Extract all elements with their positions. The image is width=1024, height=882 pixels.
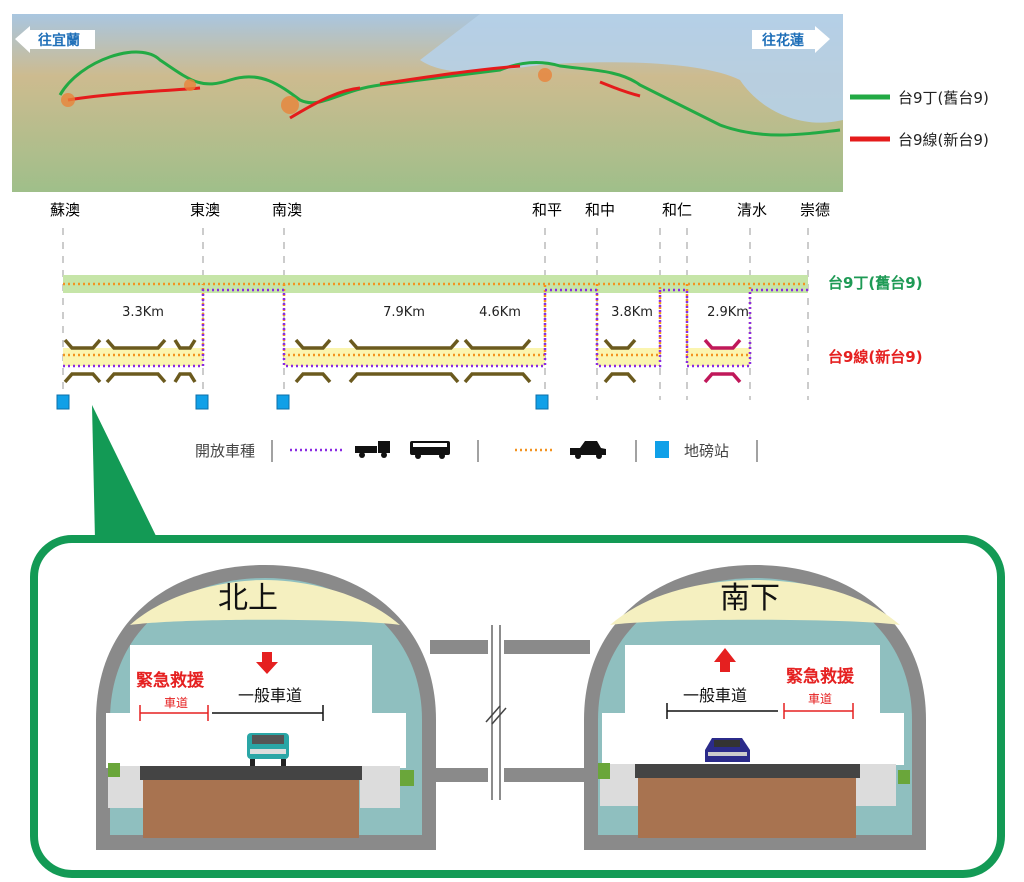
- to-yilan-arrow: 往宜蘭: [15, 26, 95, 53]
- cross-passage: [430, 625, 590, 800]
- weigh-station-marker: [535, 394, 549, 410]
- weigh-station-marker: [195, 394, 209, 410]
- old-route-band: [63, 275, 808, 293]
- distance-label: 7.9Km: [383, 305, 425, 320]
- emergency-lane-label: 緊急救援: [786, 666, 855, 687]
- truck-icon: [355, 441, 390, 458]
- tunnel-symbols: [63, 338, 742, 384]
- station-labels: 蘇澳 東澳 南澳 和平 和中 和仁 清水 崇德: [50, 201, 830, 219]
- vehicle-types-label: 開放車種: [195, 442, 255, 460]
- vehicle-legend: 開放車種 地磅站: [195, 440, 758, 462]
- heavy-vehicle-route-line: [63, 288, 808, 368]
- weigh-stations: [56, 394, 549, 410]
- arrow-down-icon: [256, 652, 278, 674]
- old-route-line: [58, 50, 841, 137]
- weigh-station-label: 地磅站: [684, 442, 729, 460]
- car-icon: [570, 441, 606, 459]
- new-route-label: 台9線(新台9): [828, 348, 923, 366]
- car-icon: [705, 738, 750, 762]
- station-label: 蘇澳: [50, 201, 80, 219]
- general-lane-label: 一般車道: [238, 686, 302, 705]
- new-route-line: [67, 64, 641, 120]
- emergency-lane-sublabel: 車道: [164, 696, 188, 710]
- weigh-station-marker: [276, 394, 290, 410]
- to-hualien-arrow: 往花蓮: [752, 26, 830, 53]
- emergency-lane-sublabel: 車道: [808, 692, 832, 706]
- arrow-up-icon: [714, 648, 736, 672]
- southbound-tunnel: 南下 一般車道 緊急救援 車道: [584, 565, 926, 850]
- weigh-station-marker: [56, 394, 70, 410]
- legend-old-route: 台9丁(舊台9): [898, 89, 989, 107]
- distance-label: 2.9Km: [707, 305, 749, 320]
- southbound-title: 南下: [720, 581, 780, 616]
- to-yilan-label: 往宜蘭: [38, 32, 80, 49]
- station-label: 清水: [737, 201, 767, 219]
- distance-label: 4.6Km: [479, 305, 521, 320]
- weigh-station-icon: [655, 441, 669, 458]
- route-map: 往宜蘭 往花蓮: [12, 14, 843, 192]
- station-label: 和平: [532, 201, 562, 219]
- tunnel-lengths: 3.3Km 7.9Km 4.6Km 3.8Km 2.9Km: [122, 305, 749, 320]
- station-label: 崇德: [800, 201, 830, 219]
- general-lane-label: 一般車道: [683, 686, 747, 705]
- distance-label: 3.3Km: [122, 305, 164, 320]
- map-legend: 台9丁(舊台9) 台9線(新台9): [850, 89, 989, 149]
- new-route-bands: [63, 348, 750, 366]
- legend-new-route: 台9線(新台9): [898, 131, 989, 149]
- emergency-lane-label: 緊急救援: [136, 670, 205, 691]
- to-hualien-label: 往花蓮: [762, 32, 804, 49]
- callout-pointer: [92, 405, 158, 540]
- station-label: 和仁: [662, 201, 692, 219]
- station-label: 東澳: [190, 201, 220, 219]
- bus-icon: [410, 441, 450, 459]
- station-label: 和中: [585, 201, 615, 219]
- distance-label: 3.8Km: [611, 305, 653, 320]
- station-label: 南澳: [272, 201, 302, 219]
- car-icon: [247, 733, 289, 766]
- old-route-label: 台9丁(舊台9): [828, 274, 923, 292]
- northbound-title: 北上: [218, 581, 278, 616]
- northbound-tunnel: 北上 緊急救援 車道 一般車道: [96, 565, 436, 850]
